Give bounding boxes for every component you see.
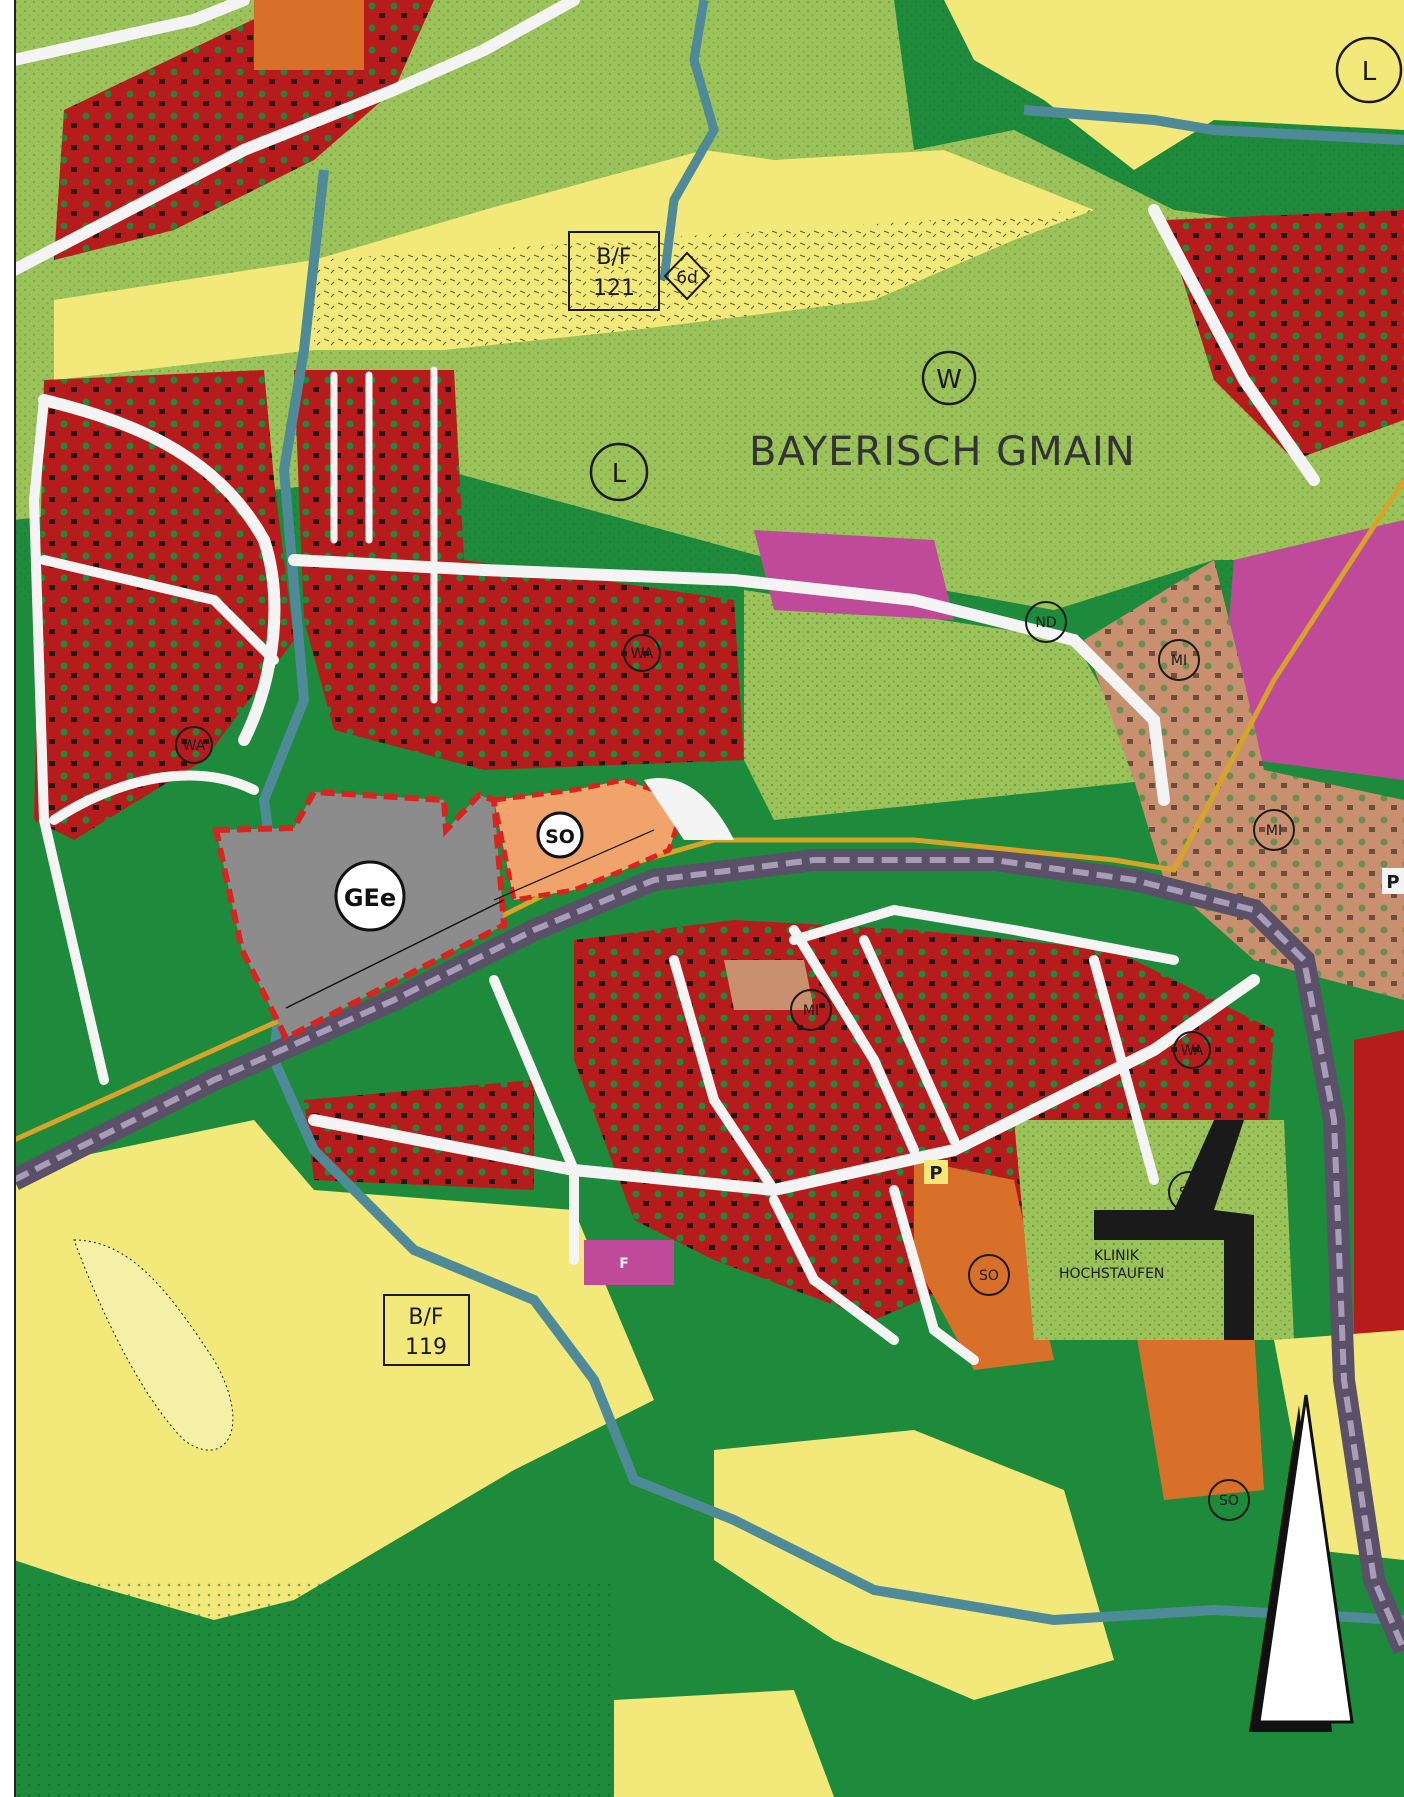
mixed-use-south — [724, 960, 814, 1010]
svg-text:L: L — [1362, 57, 1377, 87]
zone-symbol-wa-center: WA — [623, 634, 661, 672]
svg-text:P: P — [1386, 872, 1399, 893]
parking-marker-south: P — [924, 1160, 948, 1184]
stream-main — [258, 169, 1404, 1626]
agriculture-northwest — [54, 260, 314, 380]
zone-symbol-mi-east: MI — [1158, 639, 1200, 681]
zone-symbol-nd: ND — [1025, 601, 1067, 643]
zone-symbol-wa-south: WA — [1173, 1031, 1211, 1069]
svg-text:P: P — [929, 1163, 942, 1184]
agriculture-south — [14, 1120, 654, 1620]
svg-text:F: F — [619, 1256, 629, 1272]
zone-symbol-mi-station: MI — [1253, 809, 1295, 851]
svg-text:WA: WA — [631, 646, 654, 662]
zone-symbol-so-clinic: SO — [1168, 1171, 1210, 1213]
orange-area-south — [1134, 1320, 1264, 1500]
svg-text:MI: MI — [1171, 653, 1187, 669]
special-area-east — [1224, 520, 1404, 780]
clinic-building — [1094, 1120, 1254, 1340]
svg-text:B/F: B/F — [596, 245, 631, 270]
svg-text:ND: ND — [1035, 615, 1056, 631]
industrial-zone-label: GEe — [334, 860, 406, 932]
agriculture-northeast — [944, 0, 1404, 170]
special-zone-text: SO — [545, 826, 575, 848]
svg-text:SO: SO — [1219, 1493, 1239, 1509]
zone-symbol-so-south: SO — [1208, 1479, 1250, 1521]
special-zone-label: SO — [536, 811, 584, 859]
zone-symbol-wa-west: WA — [175, 726, 213, 764]
svg-text:MI: MI — [803, 1003, 819, 1019]
clinic-label-line2: HOCHSTAUFEN — [1059, 1266, 1164, 1282]
svg-text:B/F: B/F — [408, 1305, 443, 1330]
road-network — [14, 0, 1320, 1365]
zone-symbol-l-center: L — [589, 442, 649, 502]
clinic-label-line1: KLINIK — [1094, 1248, 1140, 1264]
stream-north — [659, 0, 719, 281]
land-use-map: GEe SO BAYERISCH GMAIN KLINIK HOCHSTAUFE… — [14, 0, 1404, 1797]
zone-symbol-mi-south: MI — [790, 989, 832, 1031]
north-arrow-icon — [1249, 1394, 1354, 1732]
special-zone-area — [491, 777, 682, 903]
svg-text:WA: WA — [183, 738, 206, 754]
svg-text:SO: SO — [979, 1268, 999, 1284]
svg-text:L: L — [612, 459, 627, 489]
place-name: BAYERISCH GMAIN — [749, 429, 1136, 475]
svg-text:WA: WA — [1181, 1043, 1204, 1059]
svg-text:W: W — [936, 365, 962, 395]
svg-text:121: 121 — [593, 276, 635, 301]
reference-box-119: B/F 119 — [383, 1294, 470, 1366]
svg-text:6d: 6d — [676, 268, 698, 288]
svg-text:MI: MI — [1266, 823, 1282, 839]
zone-symbol-so-west: SO — [968, 1254, 1010, 1296]
industrial-zone-text: GEe — [344, 884, 396, 912]
map-frame: GEe SO BAYERISCH GMAIN KLINIK HOCHSTAUFE… — [14, 0, 1404, 1797]
svg-text:SO: SO — [1179, 1185, 1199, 1201]
agriculture-southeast — [714, 1430, 1114, 1700]
orange-area-clinic — [914, 1160, 1054, 1370]
zone-symbol-l-northeast: L — [1335, 36, 1403, 104]
parking-marker-east: P — [1382, 868, 1404, 894]
stream-northeast — [1023, 105, 1404, 145]
reference-box-121: B/F 121 — [568, 231, 660, 311]
fire-station-marker: F — [584, 1240, 674, 1285]
diamond-marker: 6d — [663, 251, 711, 301]
svg-text:119: 119 — [405, 1335, 447, 1360]
zone-symbol-w: W — [921, 350, 977, 406]
orange-area-north — [254, 0, 364, 70]
